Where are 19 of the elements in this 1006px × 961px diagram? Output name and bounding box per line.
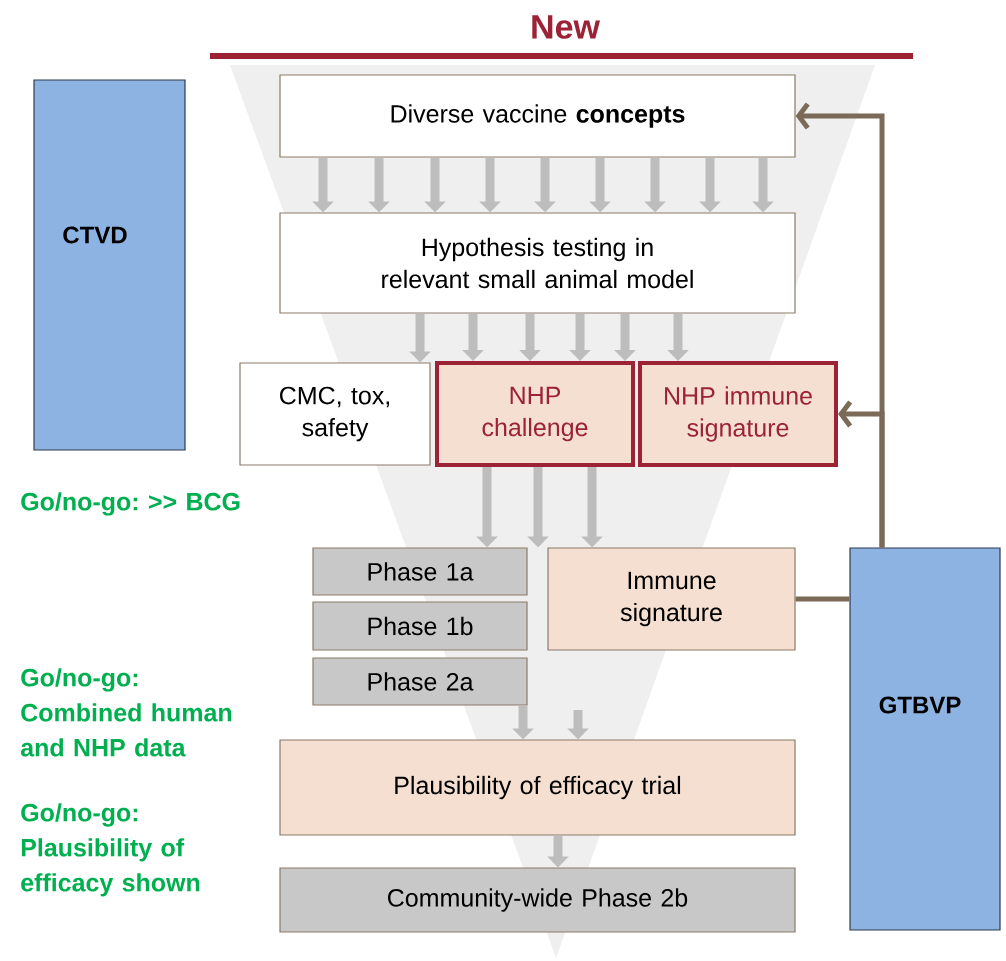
note-text: Go/no-go: >> BCG (21, 492, 240, 516)
process-box: Plausibility of efficacy trial (279, 739, 796, 836)
title: New (532, 15, 601, 39)
phase-box: Phase 2a (312, 657, 528, 706)
highlighted-box: NHP immune signature (638, 361, 838, 467)
phase-box: Phase 1a (312, 547, 528, 596)
phase-box: Phase 1b (312, 601, 528, 651)
process-box: Immune signature (547, 547, 796, 651)
arrow (838, 400, 885, 548)
side-panel: GTBVP (849, 547, 1001, 931)
side-panel: CTVD (33, 79, 186, 451)
highlighted-box: NHP challenge (435, 361, 635, 467)
process-box: Hypothesis testing in relevant small animal model (279, 212, 796, 314)
phase-box: Community-wide Phase 2b (279, 867, 796, 933)
process-box: Diverse vaccine concepts (279, 74, 796, 158)
note-text: Go/no-go: Plausibility of efficacy shown (21, 803, 200, 897)
connector-line (795, 596, 850, 602)
note-text: Go/no-go: Combined human and NHP data (20, 668, 232, 757)
process-box: CMC, tox, safety (239, 362, 431, 466)
